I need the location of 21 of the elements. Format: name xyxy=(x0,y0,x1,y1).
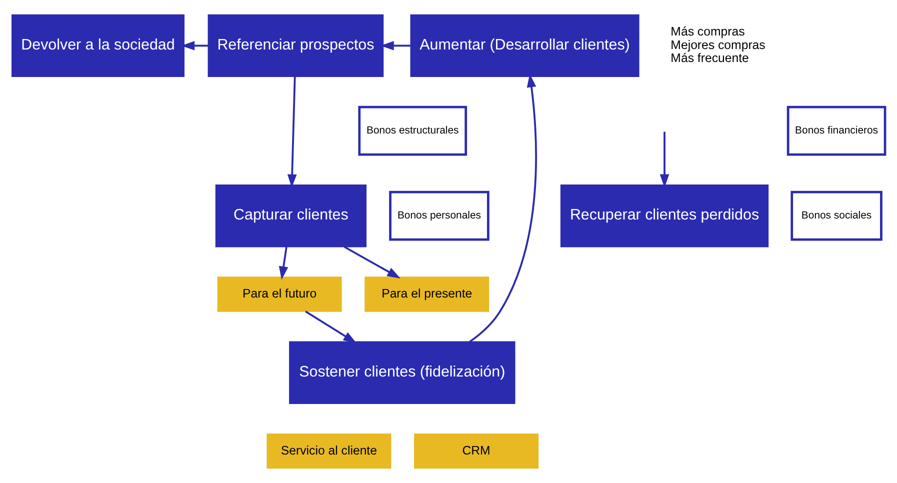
node-box: Referenciar prospectos xyxy=(208,14,384,78)
arrow xyxy=(344,246,400,278)
node-box: Servicio al cliente xyxy=(266,434,392,469)
node-box: Bonos personales xyxy=(389,190,490,241)
node-box: Aumentar (Desarrollar clientes) xyxy=(410,14,640,78)
node-box: Bonos financieros xyxy=(786,106,886,156)
arrow xyxy=(380,41,410,50)
arrow xyxy=(305,310,357,344)
node-box: Bonos estructurales xyxy=(358,106,468,156)
node-label: Mejores compras xyxy=(670,38,766,52)
node-box: Para el futuro xyxy=(217,276,342,312)
node-box: Recuperar clientes perdidos xyxy=(560,184,769,248)
node-box: Bonos sociales xyxy=(790,190,882,241)
node-label: Más frecuente xyxy=(670,51,749,66)
node-box: Capturar clientes xyxy=(215,184,367,248)
node-box: Devolver a la sociedad xyxy=(12,14,184,78)
node-box: Sostener clientes (fidelización) xyxy=(289,341,516,404)
node-box: CRM xyxy=(414,434,539,469)
arrow xyxy=(278,246,288,280)
node-label: Más compras xyxy=(670,24,745,39)
node-box: Para el presente xyxy=(364,276,490,312)
